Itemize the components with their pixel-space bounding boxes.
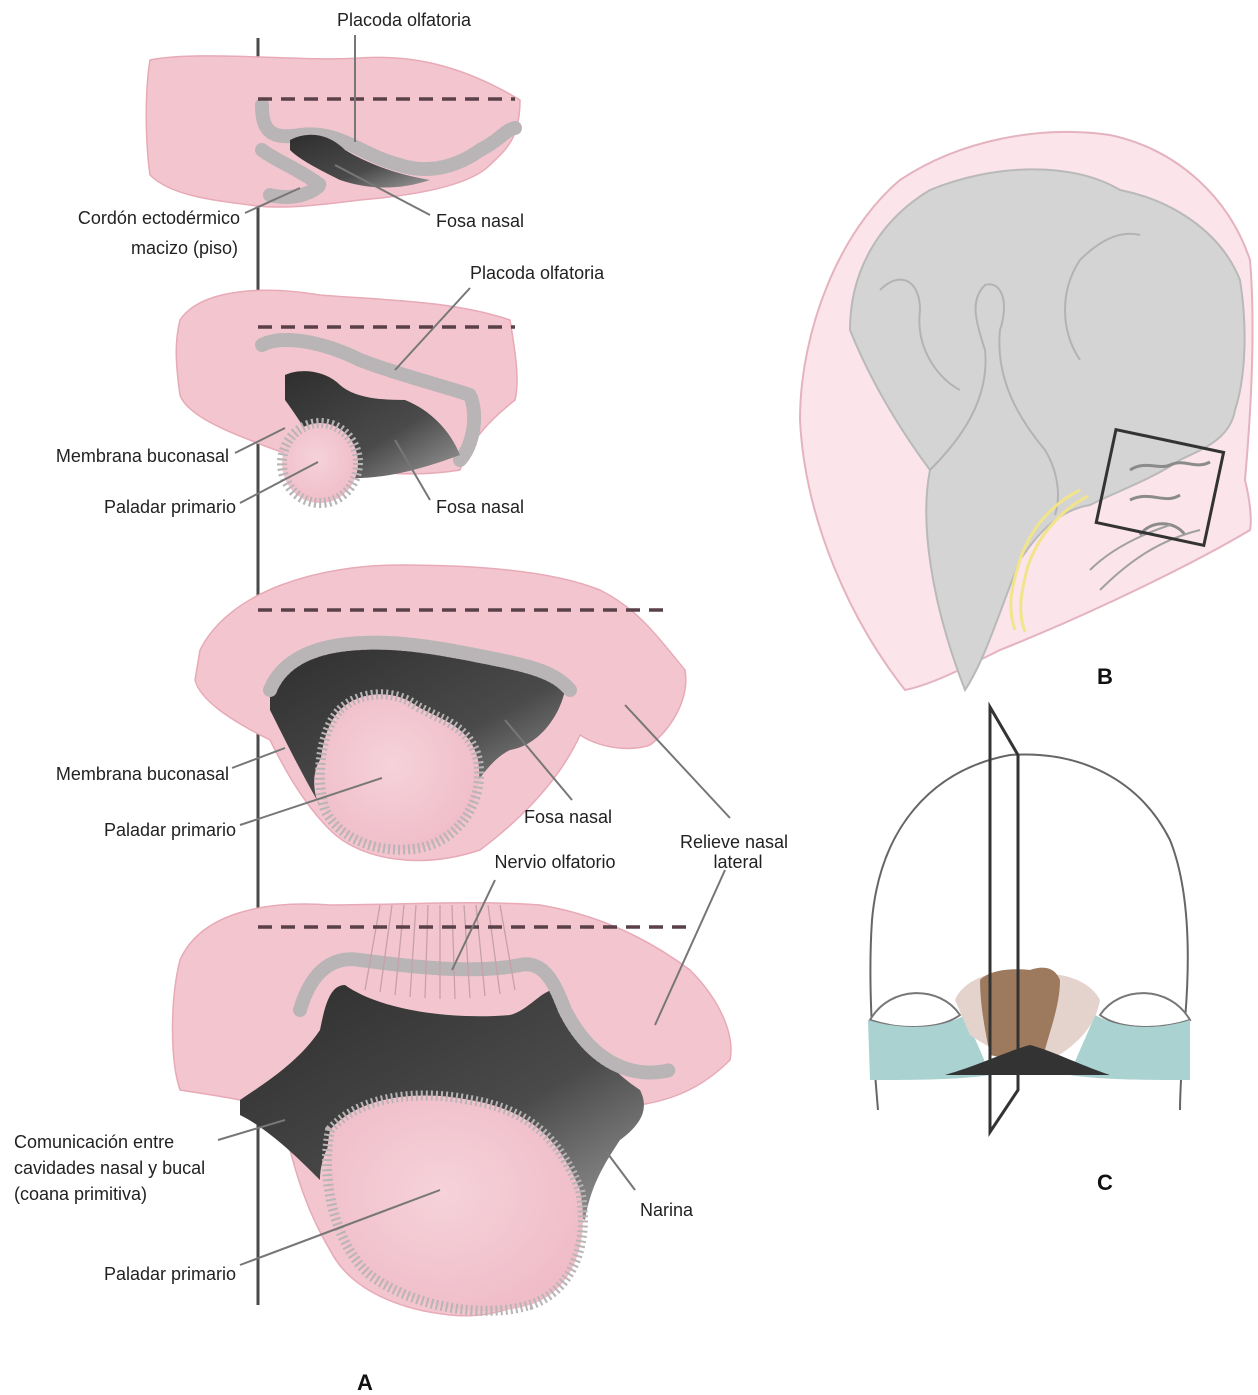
label-comunicacion-2: cavidades nasal y bucal bbox=[14, 1158, 205, 1178]
label-paladar-primario-2: Paladar primario bbox=[104, 820, 236, 840]
panel-label-c: C bbox=[1097, 1170, 1113, 1195]
label-membrana-buconasal-2: Membrana buconasal bbox=[56, 764, 229, 784]
label-placoda-olfatoria-1: Placoda olfatoria bbox=[337, 10, 472, 30]
label-paladar-primario-1: Paladar primario bbox=[104, 497, 236, 517]
panel-b: B bbox=[800, 132, 1252, 690]
paladar-primario-1 bbox=[282, 423, 358, 503]
label-cordon-macizo: macizo (piso) bbox=[131, 238, 238, 258]
label-placoda-olfatoria-2: Placoda olfatoria bbox=[470, 263, 605, 283]
label-relieve-nasal: Relieve nasal bbox=[680, 832, 788, 852]
stage-2-diagram bbox=[176, 290, 517, 503]
label-nervio-olfatorio: Nervio olfatorio bbox=[494, 852, 615, 872]
label-membrana-buconasal-1: Membrana buconasal bbox=[56, 446, 229, 466]
label-fosa-nasal-2: Fosa nasal bbox=[436, 497, 524, 517]
left-eye bbox=[870, 993, 960, 1027]
label-relieve-lateral: lateral bbox=[713, 852, 762, 872]
stage-1-diagram bbox=[146, 56, 520, 207]
label-fosa-nasal-3: Fosa nasal bbox=[524, 807, 612, 827]
stage-4-diagram bbox=[173, 903, 731, 1316]
label-paladar-primario-3: Paladar primario bbox=[104, 1264, 236, 1284]
label-comunicacion-3: (coana primitiva) bbox=[14, 1184, 147, 1204]
panel-label-b: B bbox=[1097, 664, 1113, 689]
panel-c: C bbox=[868, 707, 1190, 1195]
label-cordon-ectodermico: Cordón ectodérmico bbox=[78, 208, 240, 228]
label-narina: Narina bbox=[640, 1200, 694, 1220]
panel-label-a: A bbox=[357, 1370, 373, 1395]
right-eye bbox=[1100, 993, 1190, 1027]
panel-a: Placoda olfatoria Cordón ectodérmico mac… bbox=[14, 10, 788, 1395]
label-comunicacion-1: Comunicación entre bbox=[14, 1132, 174, 1152]
label-fosa-nasal-1: Fosa nasal bbox=[436, 211, 524, 231]
